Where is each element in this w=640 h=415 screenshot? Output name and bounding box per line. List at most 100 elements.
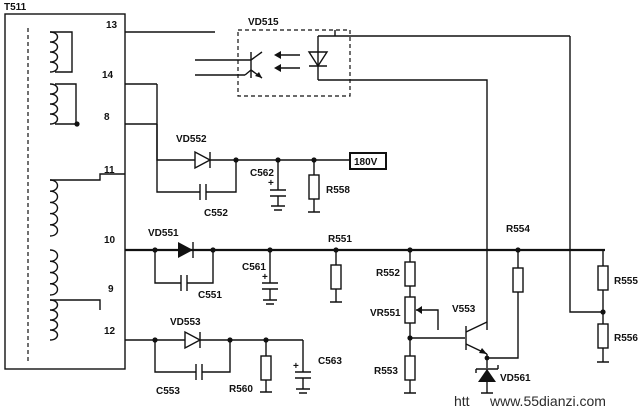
winding-lead-9 — [50, 299, 101, 310]
opto-transistor-arrow — [255, 72, 262, 78]
opto-transistor-legs — [244, 51, 263, 79]
r552-body — [404, 261, 416, 287]
label-c561-plus: + — [262, 272, 268, 283]
winding-coil-4 — [49, 249, 59, 296]
label-vd561: VD561 — [500, 373, 531, 384]
r556-body — [597, 323, 609, 349]
pin-14-label: 14 — [102, 70, 114, 81]
capacitor-c551: C551 — [180, 275, 222, 301]
r558-body — [308, 174, 320, 200]
junction-pin8 — [74, 121, 80, 127]
transformer-windings — [49, 31, 59, 341]
label-c562-plus: + — [268, 178, 274, 189]
watermark-text: www.55dianzi.com — [489, 393, 606, 409]
v553-legs — [465, 321, 488, 355]
label-vd553: VD553 — [170, 317, 201, 328]
label-vr551: VR551 — [370, 308, 401, 319]
label-r553: R553 — [374, 366, 398, 377]
label-vd515: VD515 — [248, 17, 279, 28]
label-c551: C551 — [198, 290, 222, 301]
r553-leads — [404, 380, 416, 394]
pin-8-label: 8 — [104, 112, 110, 123]
diode-vd552: VD552 — [176, 134, 212, 170]
voltage-180v-box: 180V — [349, 152, 387, 170]
label-t511: T511 — [4, 2, 27, 13]
watermark-prefix: htt — [454, 393, 470, 409]
winding-lead-a — [50, 31, 73, 73]
opto-led-triangle — [307, 51, 329, 68]
pin-9-label: 9 — [108, 284, 114, 295]
label-r554: R554 — [506, 224, 530, 235]
opto-anode-wire — [318, 30, 570, 37]
capacitor-c562: + C562 — [250, 160, 286, 211]
label-c563: C563 — [318, 356, 342, 367]
vr551-body — [404, 296, 416, 324]
capacitor-c561: + C561 — [242, 250, 278, 305]
label-c562: C562 — [250, 168, 274, 179]
watermark: htt www.55dianzi.com — [454, 393, 606, 409]
capacitor-c552: C552 — [199, 184, 228, 219]
r551-body — [330, 264, 342, 290]
resistor-r551: R551 — [328, 234, 352, 303]
pin-13-label: 13 — [106, 20, 118, 31]
label-c552: C552 — [204, 208, 228, 219]
r560-leads — [260, 340, 272, 393]
opto-package — [237, 29, 351, 97]
r556-leads — [597, 348, 609, 363]
r555-body — [597, 265, 609, 291]
capacitor-c553: C553 — [156, 364, 203, 397]
r560-body — [260, 355, 272, 381]
resistor-r553: R553 — [374, 355, 416, 394]
resistor-r555: R555 — [597, 250, 638, 324]
winding-coil-3 — [49, 179, 59, 237]
resistor-r560: R560 — [229, 340, 272, 395]
r553-body — [404, 355, 416, 381]
vd561-triangle — [478, 369, 496, 382]
r554-body — [512, 267, 524, 293]
transformer-frame — [4, 13, 126, 370]
label-r555: R555 — [614, 276, 638, 287]
transformer-t511: T511 13 14 8 11 10 9 12 — [4, 2, 126, 370]
resistor-r558: R558 — [308, 160, 350, 213]
pin-10-label: 10 — [104, 235, 116, 246]
vr551-arrow — [416, 306, 422, 314]
voltage-box-frame — [349, 152, 387, 170]
winding-coil-2 — [49, 83, 59, 125]
label-r558: R558 — [326, 185, 350, 196]
v553-emitter-arrow — [479, 348, 487, 354]
r551-leads — [330, 250, 342, 303]
pin-11-label: 11 — [104, 165, 115, 176]
junction-l — [600, 309, 606, 315]
vr551-wiper — [416, 309, 439, 330]
diode-vd551: VD551 — [148, 228, 194, 258]
r554-leads — [487, 250, 519, 359]
wire-c553 — [154, 340, 231, 373]
label-r556: R556 — [614, 333, 638, 344]
label-c563-plus: + — [293, 361, 299, 372]
diode-vd553: VD553 — [170, 317, 202, 350]
winding-coil-1 — [49, 31, 59, 73]
label-c553: C553 — [156, 386, 180, 397]
label-c561: C561 — [242, 262, 266, 273]
vd561-bar — [475, 365, 499, 373]
optocoupler-vd515: VD515 — [237, 17, 570, 330]
wire-c552 — [156, 124, 237, 193]
wire-vd552-in — [156, 84, 195, 161]
label-v553: V553 — [452, 304, 476, 315]
c561-symbol — [262, 250, 278, 305]
opto-input-wires — [195, 59, 245, 76]
label-vd551: VD551 — [148, 228, 179, 239]
zener-vd561: VD561 — [475, 365, 531, 394]
vd552-triangle — [194, 150, 212, 170]
opto-arrow-heads — [274, 51, 281, 72]
resistor-r556: R556 — [597, 323, 638, 363]
opto-cathode-wire — [318, 79, 488, 330]
resistor-r554: R554 — [487, 224, 530, 359]
winding-coil-5 — [49, 299, 59, 341]
r558-leads — [308, 160, 320, 213]
voltage-label: 180V — [354, 157, 378, 168]
vd551-triangle — [178, 242, 193, 258]
label-vd552: VD552 — [176, 134, 207, 145]
pin-12-label: 12 — [104, 326, 116, 337]
